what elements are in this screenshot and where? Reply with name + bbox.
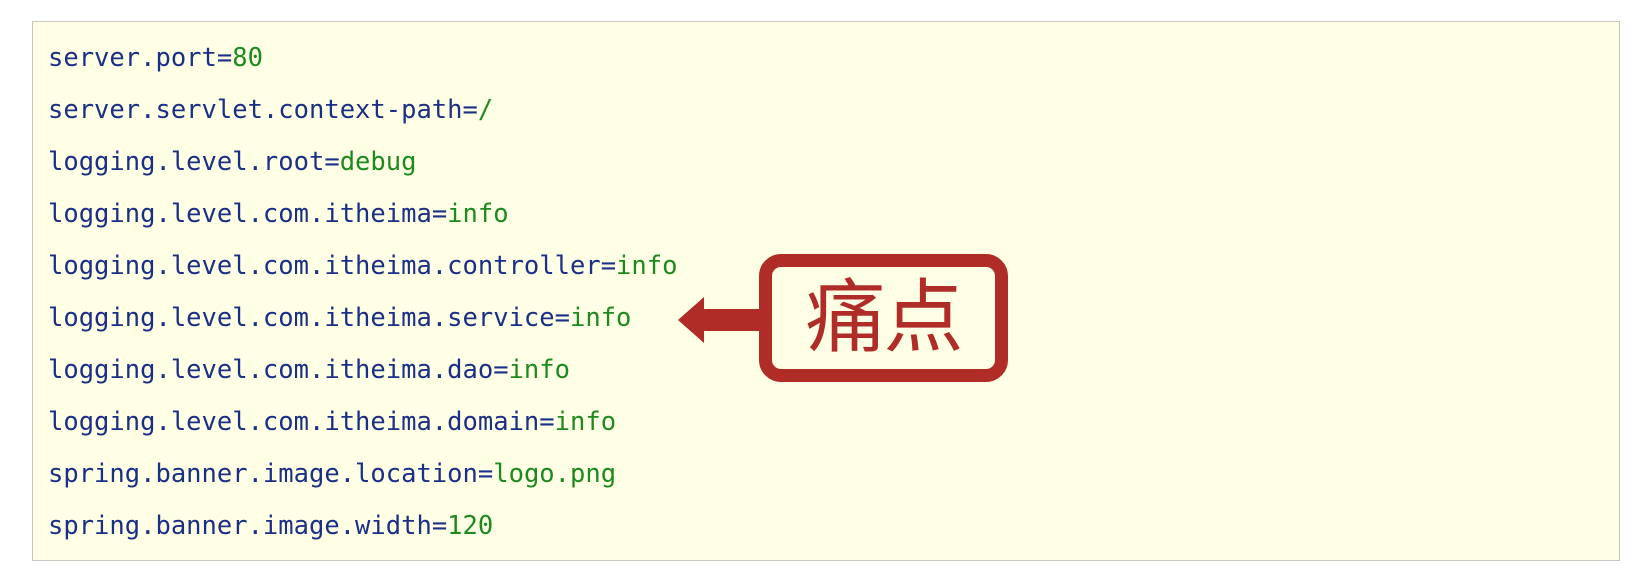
property-key: spring.banner.image.width	[48, 511, 432, 541]
code-line: logging.level.com.itheima.domain=info	[48, 406, 677, 458]
equals-sign: =	[600, 251, 617, 281]
code-line: logging.level.com.itheima.dao=info	[48, 354, 677, 406]
property-key: logging.level.com.itheima.domain	[48, 407, 540, 437]
property-value: debug	[339, 147, 417, 177]
property-key: server.servlet.context-path	[48, 95, 463, 125]
equals-sign: =	[462, 95, 478, 125]
property-key: logging.level.com.itheima.service	[48, 303, 555, 333]
equals-sign: =	[324, 147, 340, 177]
property-key: logging.level.com.itheima.controller	[48, 251, 601, 281]
code-line: logging.level.com.itheima.service=info	[48, 302, 677, 354]
arrow-left-icon	[678, 297, 762, 343]
property-key: logging.level.com.itheima	[48, 199, 432, 229]
pain-point-callout: 痛点	[759, 254, 1008, 382]
property-key: spring.banner.image.location	[48, 459, 478, 489]
equals-sign: =	[477, 459, 494, 489]
property-value: info	[616, 251, 678, 281]
code-line: spring.banner.image.location=logo.png	[48, 458, 677, 510]
callout-label: 痛点	[805, 271, 964, 364]
equals-sign: =	[539, 407, 555, 437]
code-line: logging.level.com.itheima=info	[48, 198, 677, 250]
code-line: server.servlet.context-path=/	[48, 94, 677, 146]
equals-sign: =	[216, 43, 233, 73]
property-value: /	[477, 95, 494, 125]
property-value: info	[447, 199, 509, 229]
code-lines: server.port=80 server.servlet.context-pa…	[48, 42, 677, 562]
equals-sign: =	[554, 303, 570, 333]
property-key: server.port	[48, 43, 217, 73]
code-line: logging.level.com.itheima.controller=inf…	[48, 250, 677, 302]
property-value: 120	[447, 511, 494, 541]
property-value: info	[570, 303, 632, 333]
property-value: 80	[232, 43, 263, 73]
equals-sign: =	[431, 511, 448, 541]
code-line: spring.banner.image.width=120	[48, 510, 677, 562]
property-key: logging.level.root	[48, 147, 325, 177]
equals-sign: =	[493, 355, 509, 385]
property-value: info	[508, 355, 570, 385]
code-line: logging.level.root=debug	[48, 146, 677, 198]
equals-sign: =	[431, 199, 448, 229]
code-block: server.port=80 server.servlet.context-pa…	[32, 21, 1620, 561]
property-value: logo.png	[493, 459, 617, 489]
code-line: server.port=80	[48, 42, 677, 94]
property-key: logging.level.com.itheima.dao	[48, 355, 494, 385]
property-value: info	[554, 407, 617, 437]
